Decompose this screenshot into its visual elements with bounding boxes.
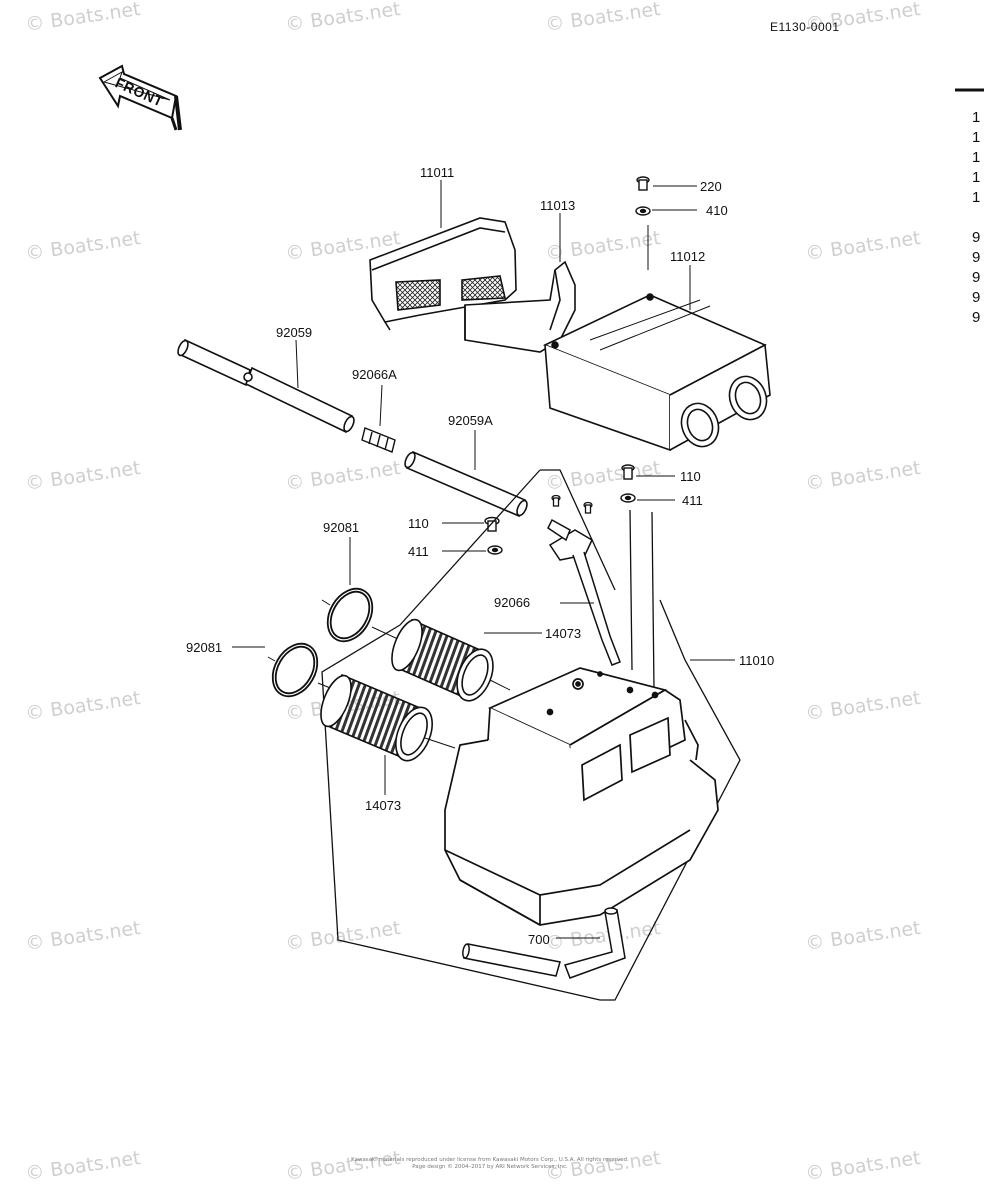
washer-411-left xyxy=(487,545,503,555)
part-label-92066A[interactable]: 92066A xyxy=(352,367,397,382)
document-id: E1130-0001 xyxy=(770,20,840,34)
tube-92059A xyxy=(404,450,528,518)
part-label-92059[interactable]: 92059 xyxy=(276,325,313,340)
intake-cover-11011 xyxy=(369,217,517,331)
right-column-fragment: 9 xyxy=(972,309,981,326)
oring-92081-lower xyxy=(271,642,319,698)
airbox-body-11010 xyxy=(444,667,719,926)
airbox-cover-11012 xyxy=(543,293,771,452)
right-column-fragment: 9 xyxy=(972,269,981,286)
bolt-110-right xyxy=(621,464,635,480)
part-label-92081-upper[interactable]: 92081 xyxy=(323,520,360,535)
copyright-line: Page design © 2004–2017 by ARI Network S… xyxy=(412,1164,568,1171)
boot-14073-upper xyxy=(391,618,494,702)
fitting-92066 xyxy=(547,518,621,666)
right-column-fragment: 9 xyxy=(972,249,981,266)
part-label-110-left[interactable]: 110 xyxy=(408,516,429,531)
right-column-fragment: 1 xyxy=(972,169,981,186)
washer-410 xyxy=(635,206,651,216)
right-column-fragment: 1 xyxy=(972,109,981,126)
part-label-14073-upper[interactable]: 14073 xyxy=(545,626,582,641)
right-column-fragment: 1 xyxy=(972,129,981,146)
right-column-fragment: 9 xyxy=(972,289,981,306)
hose-700 xyxy=(462,907,626,979)
fitting-92066A xyxy=(361,427,396,453)
part-label-411-right[interactable]: 411 xyxy=(682,493,703,508)
part-label-700[interactable]: 700 xyxy=(528,932,550,947)
oring-92081-upper xyxy=(326,587,374,643)
washer-411-right xyxy=(620,493,636,503)
part-label-11012[interactable]: 11012 xyxy=(670,249,706,264)
part-label-11013[interactable]: 11013 xyxy=(540,198,576,213)
part-label-110-right[interactable]: 110 xyxy=(680,469,701,484)
part-label-11010[interactable]: 11010 xyxy=(739,653,775,668)
front-arrow-icon xyxy=(98,64,182,131)
part-label-410[interactable]: 410 xyxy=(706,203,728,218)
duct-11013 xyxy=(464,260,576,353)
tube-92059 xyxy=(177,338,355,434)
part-label-14073-lower[interactable]: 14073 xyxy=(365,798,402,813)
part-label-92059A[interactable]: 92059A xyxy=(448,413,493,428)
copyright-line: Kawasaki materials reproduced under lice… xyxy=(351,1157,629,1163)
screw-220 xyxy=(636,176,650,191)
right-column-fragment: 1 xyxy=(972,149,981,166)
small-screws xyxy=(551,494,593,514)
part-label-92081-lower[interactable]: 92081 xyxy=(186,640,223,655)
boot-14073-lower xyxy=(320,673,433,762)
copyright-notice: Kawasaki materials reproduced under lice… xyxy=(300,1157,680,1171)
right-column-fragment: 1 xyxy=(972,189,981,206)
part-label-411-left[interactable]: 411 xyxy=(408,544,429,559)
right-column-fragment: 9 xyxy=(972,229,981,246)
part-label-11011[interactable]: 11011 xyxy=(420,165,455,180)
part-label-92066[interactable]: 92066 xyxy=(494,595,531,610)
part-label-220[interactable]: 220 xyxy=(700,179,722,194)
